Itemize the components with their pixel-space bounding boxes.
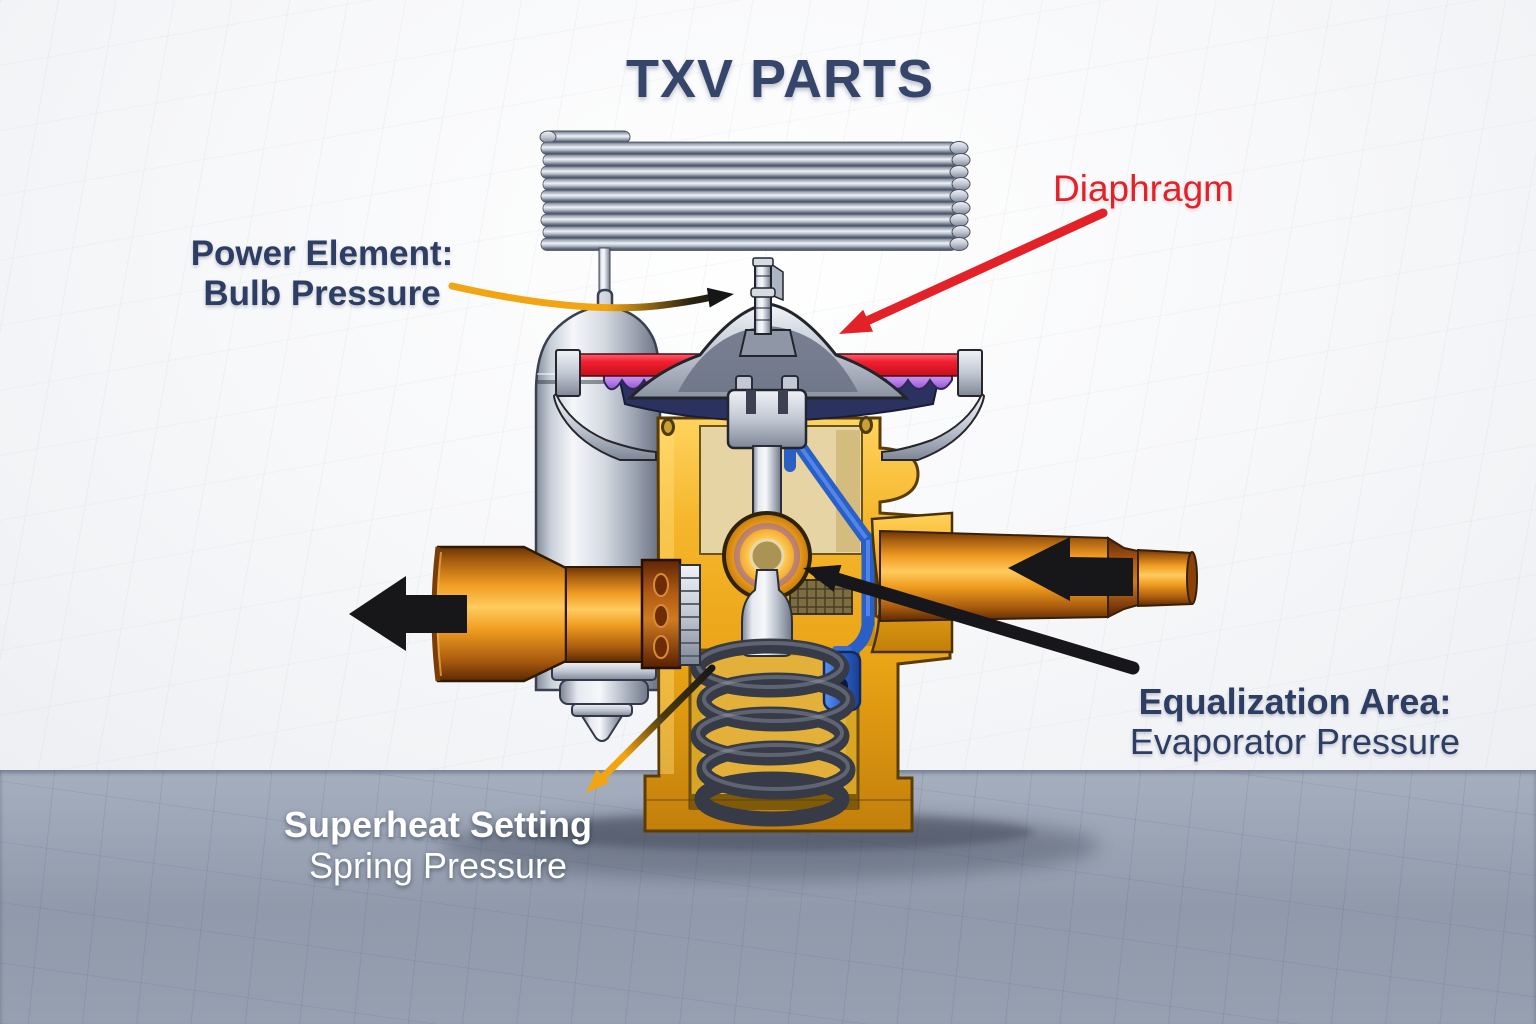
label-equalization-line1: Equalization Area: <box>1138 681 1452 722</box>
label-superheat-line1: Superheat Setting <box>283 804 593 845</box>
inlet-pipe <box>870 511 1198 654</box>
label-diaphragm: Diaphragm <box>1053 168 1234 209</box>
bulb-bottom-cap <box>551 661 657 742</box>
label-superheat-line2: Spring Pressure <box>308 845 568 886</box>
label-power-element-line2: Bulb Pressure <box>203 274 441 313</box>
leader-superheat <box>586 664 716 793</box>
capillary-coil <box>539 130 971 251</box>
label-equalization: Equalization Area: Evaporator Pressure <box>1095 682 1495 762</box>
label-equalization-line2: Evaporator Pressure <box>1129 721 1461 762</box>
leader-diaphragm <box>839 208 1108 334</box>
valve-pin <box>726 375 808 519</box>
superheat-spring <box>690 638 856 827</box>
outlet-pipe <box>349 545 701 683</box>
diagram-title: TXV PARTS <box>625 49 935 109</box>
label-power-element-line1: Power Element: <box>190 234 454 273</box>
pintle-and-seat <box>741 569 793 657</box>
inlet-flow-arrow-icon <box>1008 537 1133 601</box>
leader-equalization <box>803 564 1140 675</box>
label-superheat: Superheat Setting Spring Pressure <box>238 804 638 886</box>
outlet-flow-arrow-icon <box>349 576 467 651</box>
label-power-element: Power Element: Bulb Pressure <box>132 234 512 314</box>
leader-power-element <box>448 282 734 312</box>
diaphragm-stem <box>738 257 798 357</box>
